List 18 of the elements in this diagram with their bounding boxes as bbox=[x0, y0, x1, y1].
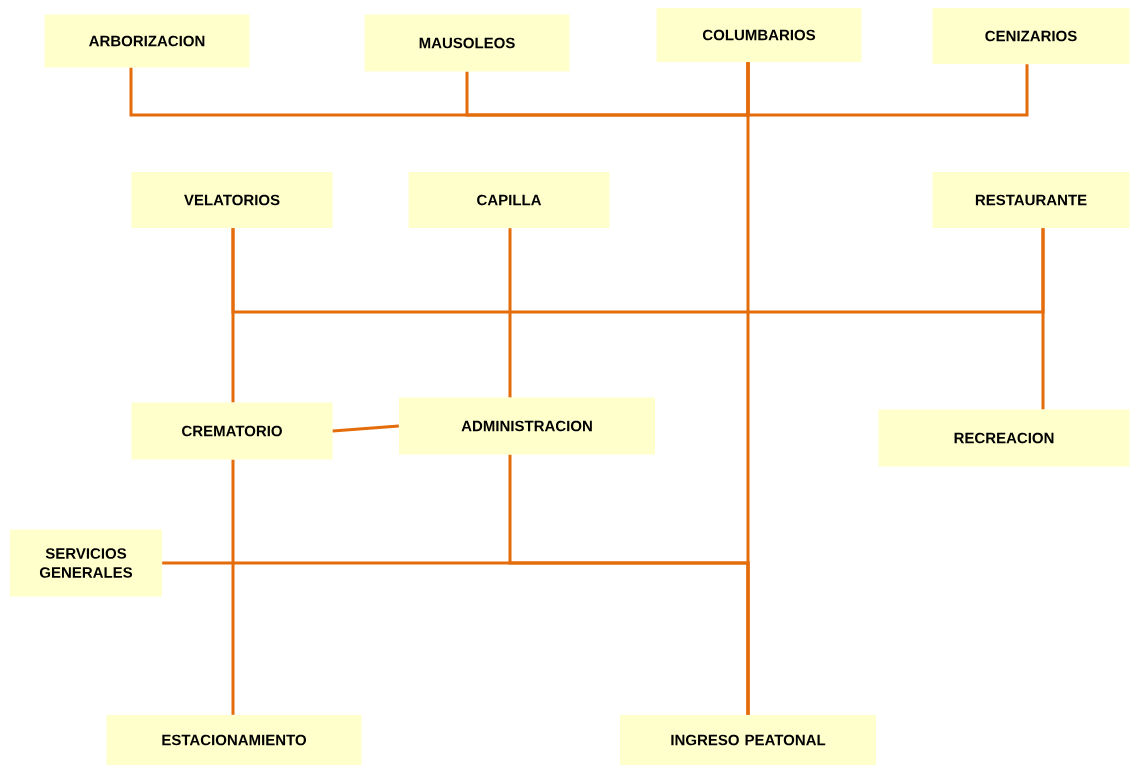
label-box: INGRESO PEATONAL bbox=[620, 715, 876, 765]
label-box: RESTAURANTE bbox=[932, 172, 1130, 228]
label-box: MAUSOLEOS bbox=[364, 14, 570, 72]
connector-line bbox=[231, 459, 235, 715]
label-box: CREMATORIO bbox=[131, 402, 333, 460]
connector-line bbox=[231, 228, 1045, 314]
connector-line bbox=[332, 424, 399, 433]
connector-line bbox=[508, 454, 750, 715]
label-box: ESTACIONAMIENTO bbox=[106, 715, 362, 765]
label-box: CENIZARIOS bbox=[932, 8, 1130, 64]
label-box: RECREACION bbox=[878, 409, 1130, 467]
label-box: VELATORIOS bbox=[131, 172, 333, 228]
label-box: CAPILLA bbox=[408, 172, 610, 228]
connector-line bbox=[508, 228, 512, 398]
label-box: ARBORIZACION bbox=[44, 14, 250, 68]
label-box: SERVICIOS GENERALES bbox=[10, 529, 162, 597]
label-box: COLUMBARIOS bbox=[656, 8, 862, 62]
label-box: ADMINISTRACION bbox=[399, 397, 655, 455]
